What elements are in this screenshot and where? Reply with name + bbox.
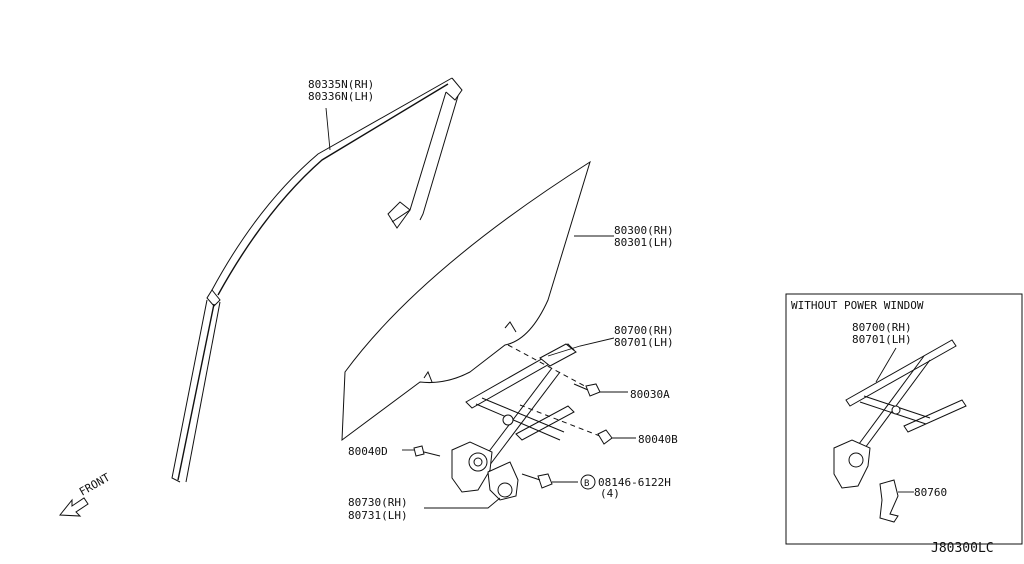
inset-label-regulator-rh: 80700(RH) [852,321,912,334]
bolt-80030a [573,383,601,397]
leader-lines [325,107,636,509]
label-glass-rh: 80300(RH) [614,224,674,237]
front-arrow: FRONT [58,471,113,517]
inset-frame [785,293,1023,545]
label-glass-lh: 80301(LH) [614,236,674,249]
label-bolt-qty: (4) [600,487,620,500]
diagram-code: J80300LC [931,541,994,556]
inset-label-handle: 80760 [914,486,947,499]
label-motor-rh: 80730(RH) [348,496,408,509]
door-sash-channel [171,77,463,483]
inset-title: WITHOUT POWER WINDOW [791,299,924,312]
circle-b-symbol [580,474,596,490]
label-nut-b: 80040B [638,433,678,446]
label-motor-lh: 80731(LH) [348,509,408,522]
inset-label-regulator-lh: 80701(LH) [852,333,912,346]
label-regulator-lh: 80701(LH) [614,336,674,349]
nut-80040b [597,429,613,445]
label-regulator-rh: 80700(RH) [614,324,674,337]
label-sash-rh: 80335N(RH) [308,78,374,91]
label-sash-lh: 80336N(LH) [308,90,374,103]
bolt-08146 [521,473,553,489]
window-regulator [465,343,606,471]
door-glass [341,160,591,442]
bolt-80040d [413,445,441,457]
part-labels: 80335N(RH) 80336N(LH) 80300(RH) 80301(LH… [308,78,678,522]
inset-manual-window: WITHOUT POWER WINDOW 80700(RH) 80701(LH)… [785,293,1023,545]
regulator-motor [451,441,519,501]
label-bolt-spec: 08146-6122H [598,476,671,489]
label-bolt-a: 80030A [630,388,670,401]
label-bolt-d: 80040D [348,445,388,458]
front-label: FRONT [77,471,113,499]
label-circle-b: B [584,479,589,489]
